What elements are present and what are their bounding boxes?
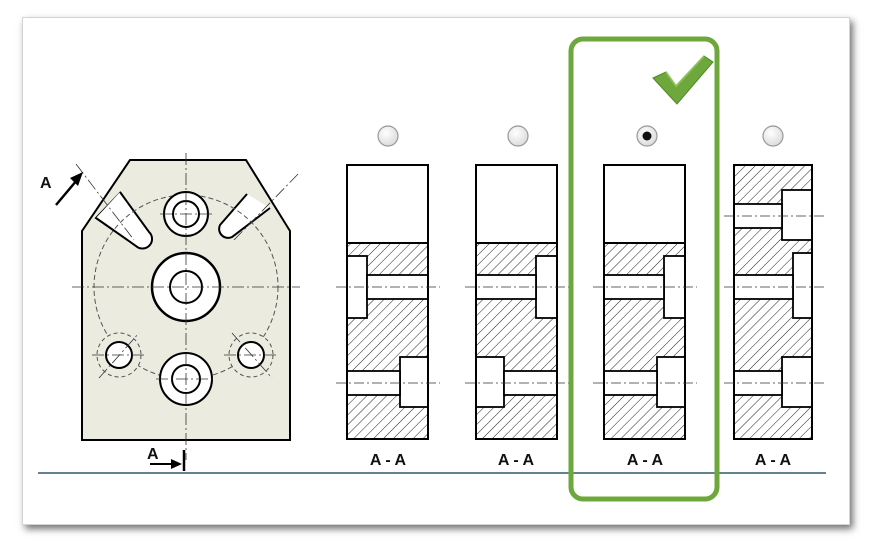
cut-marker-bottom: A xyxy=(147,446,186,471)
radio-option-2[interactable] xyxy=(507,125,529,147)
section-label-1: A - A xyxy=(370,452,407,469)
correct-answer-highlight xyxy=(568,36,720,502)
section-label-4: A - A xyxy=(755,452,792,469)
section-option-2[interactable] xyxy=(465,164,569,440)
radio-button-icon[interactable] xyxy=(507,125,529,147)
centerlines xyxy=(72,153,301,460)
section-option-1[interactable] xyxy=(336,164,440,440)
left-slot xyxy=(95,191,154,250)
cut-label-top: A xyxy=(40,175,52,192)
radio-option-3[interactable] xyxy=(636,125,658,147)
radio-button-icon[interactable] xyxy=(377,125,399,147)
section-label-3: A - A xyxy=(627,452,664,469)
check-mark-icon xyxy=(652,55,714,105)
section-option-3[interactable] xyxy=(593,164,697,440)
radio-button-icon[interactable] xyxy=(762,125,784,147)
radio-selected-dot xyxy=(642,131,652,141)
section-label-2: A - A xyxy=(498,452,535,469)
cut-marker-top: A xyxy=(40,172,83,206)
front-view: A A xyxy=(40,153,301,471)
section-option-4[interactable] xyxy=(724,164,824,440)
radio-option-4[interactable] xyxy=(762,125,784,147)
cut-label-bottom: A xyxy=(147,446,159,463)
radio-option-1[interactable] xyxy=(377,125,399,147)
